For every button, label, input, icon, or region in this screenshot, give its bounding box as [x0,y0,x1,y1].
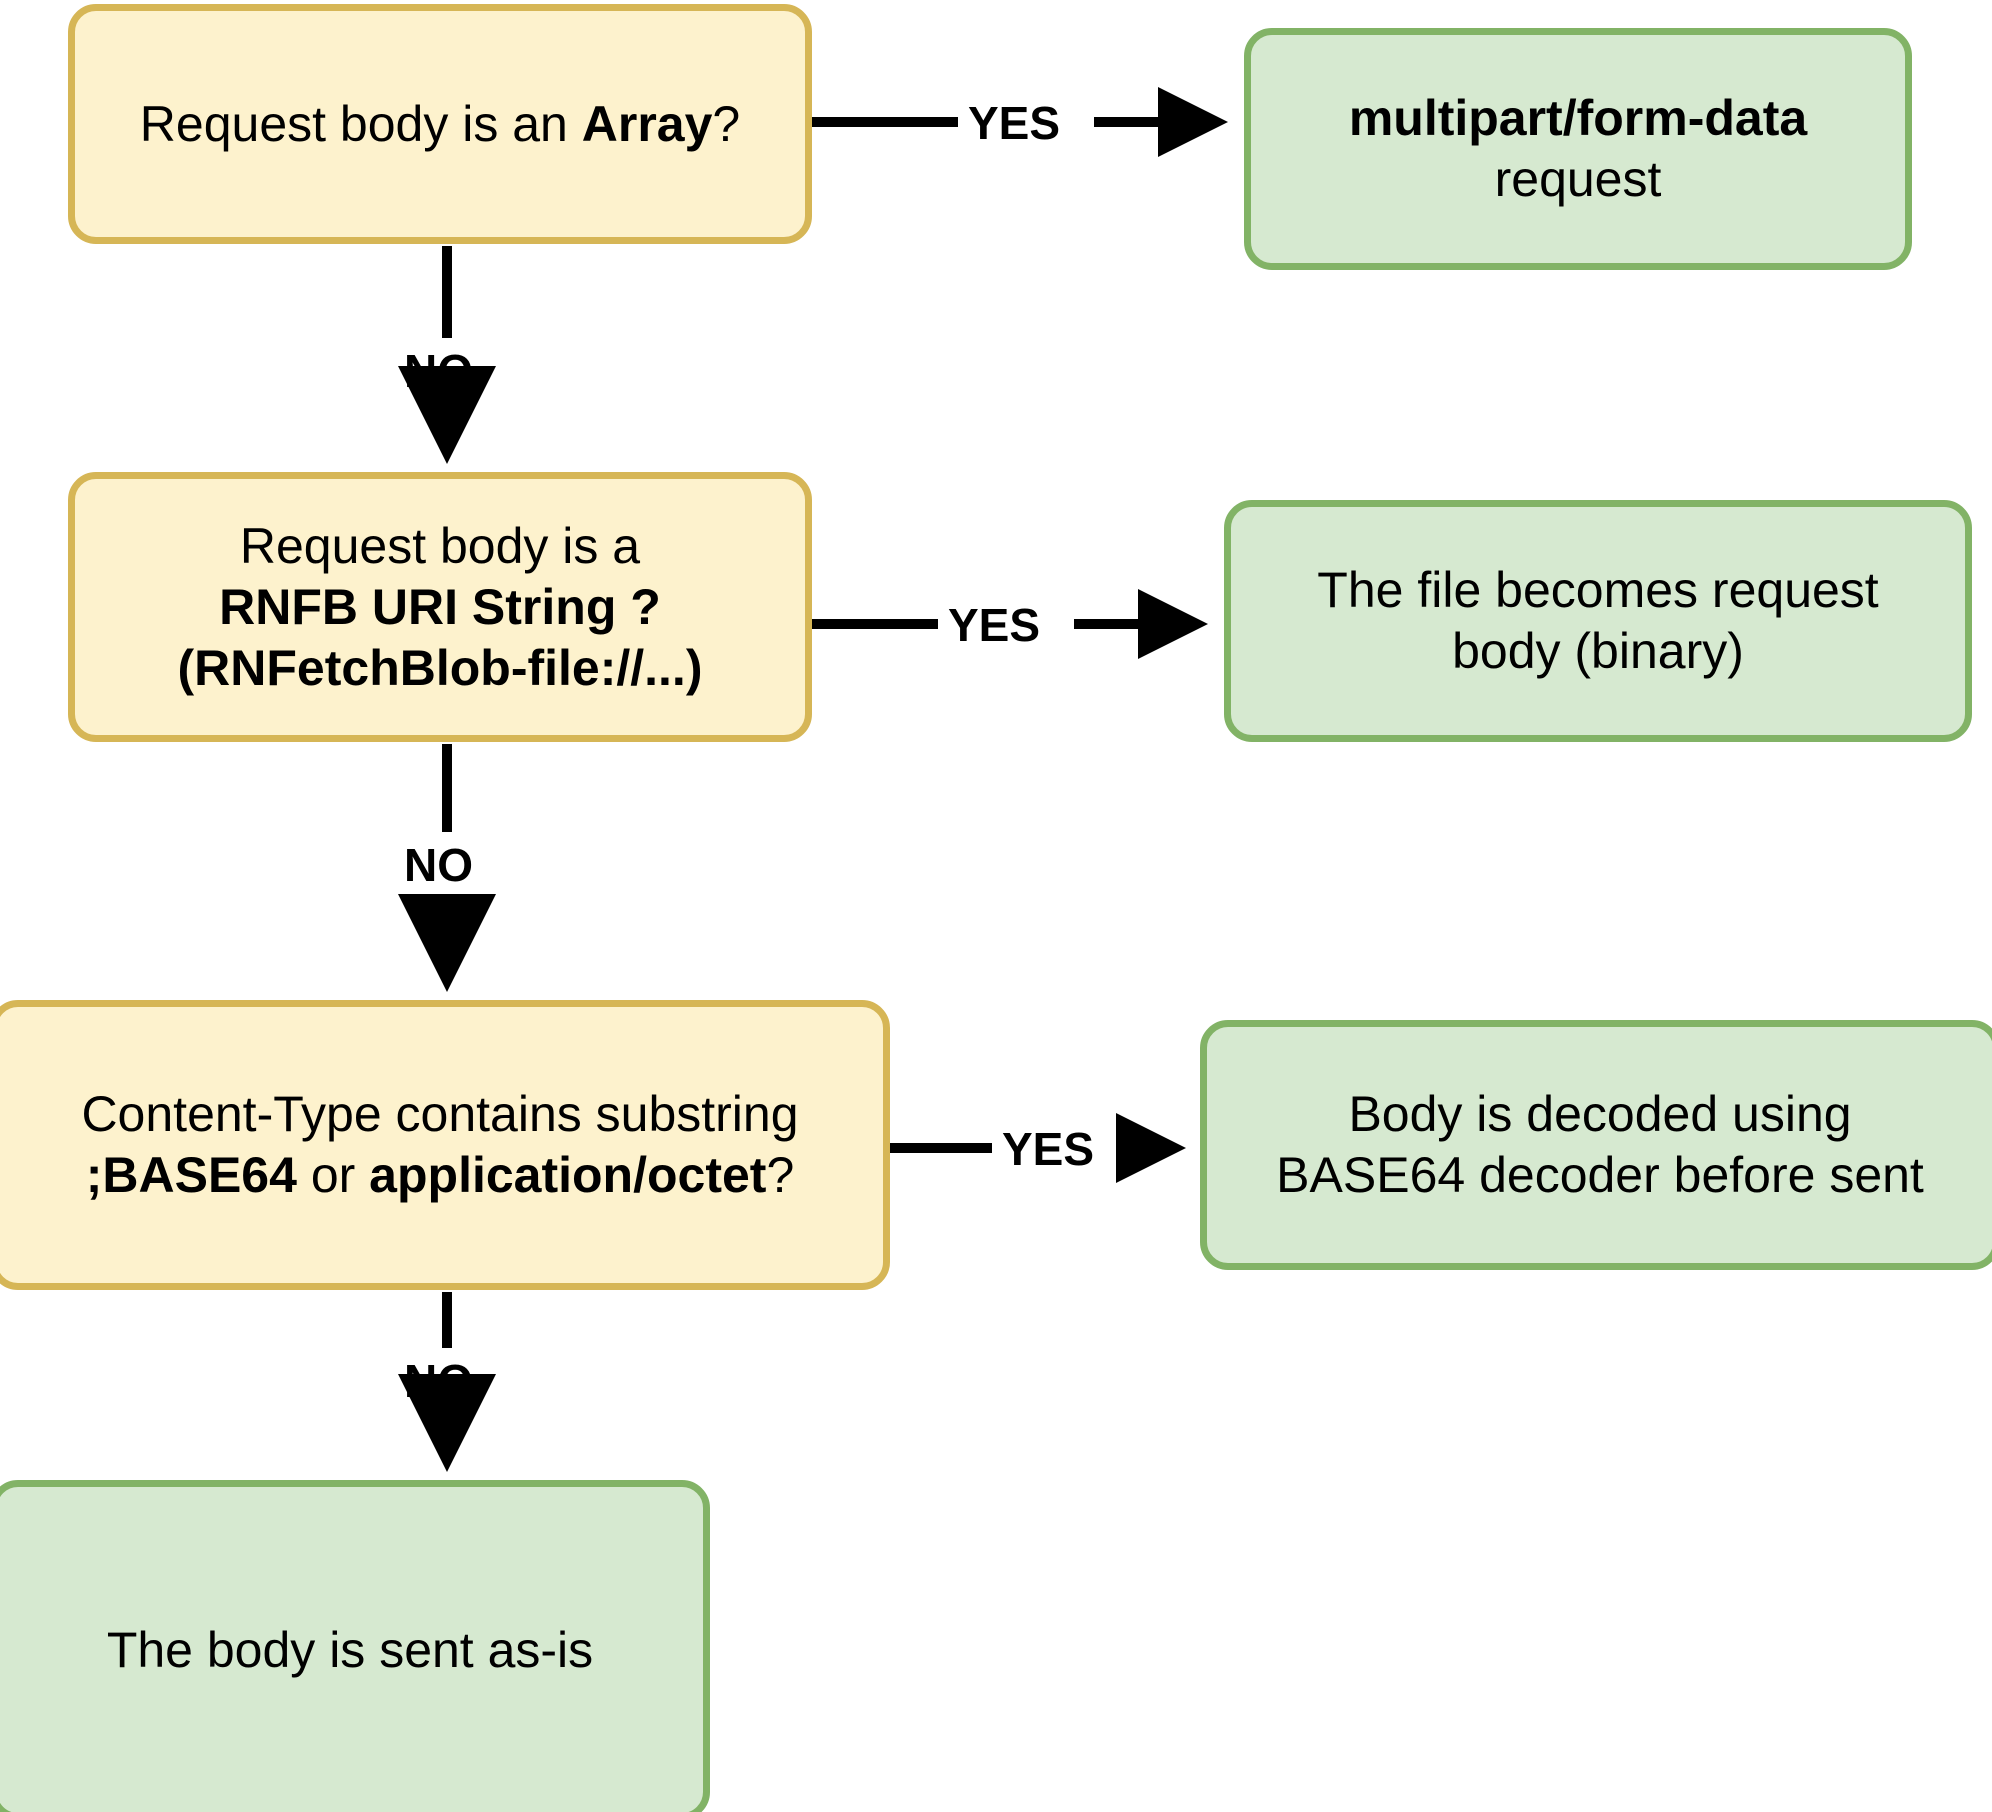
decision-content-type-contains-substring[interactable]: Content-Type contains substring;BASE64 o… [0,1000,890,1290]
edge-label-yes-2: YES [948,599,1041,651]
edge-label-no-1: NO [404,345,473,397]
terminal-base64-line2: BASE64 decoder before sent [1276,1147,1924,1203]
decision-contenttype-line1: Content-Type contains substring [81,1086,799,1142]
decision-array-text: Request body is an Array? [75,94,805,155]
terminal-body-sent-as-is[interactable]: The body is sent as-is [0,1480,710,1812]
decision-rnfb-text: Request body is a RNFB URI String ? (RNF… [75,516,805,699]
terminal-multipart-line2: request [1494,151,1662,207]
decision-array-text-post: ? [712,95,741,152]
decision-contenttype-qmark: ? [766,1147,795,1203]
decision-rnfb-line1: Request body is a [239,517,641,574]
terminal-file-binary-text: The file becomes request body (binary) [1231,560,1965,682]
terminal-as-is-text: The body is sent as-is [106,1621,594,1678]
edge-label-no-2: NO [404,839,473,891]
edge-label-yes-3: YES [1002,1123,1095,1175]
decision-rnfb-line3: (RNFetchBlob-file://...) [177,639,703,696]
terminal-file-becomes-request-body[interactable]: The file becomes request body (binary) [1224,500,1972,742]
decision-array-text-bold: Array [581,95,713,152]
terminal-file-binary-line2: body (binary) [1452,623,1744,679]
decision-request-body-is-rnfb-uri[interactable]: Request body is a RNFB URI String ? (RNF… [68,472,812,742]
edge-label-yes-1: YES [968,97,1061,149]
decision-contenttype-octet: application/octet [369,1147,767,1203]
decision-request-body-is-array[interactable]: Request body is an Array? [68,4,812,244]
terminal-base64-line1: Body is decoded using [1348,1086,1852,1142]
decision-contenttype-base64: ;BASE64 [85,1147,297,1203]
terminal-body-decoded-base64[interactable]: Body is decoded using BASE64 decoder bef… [1200,1020,1992,1270]
terminal-base64-text: Body is decoded using BASE64 decoder bef… [1207,1084,1992,1206]
terminal-multipart-text: multipart/form-data request [1251,88,1905,210]
edge-label-no-3: NO [404,1355,473,1407]
decision-contenttype-text: Content-Type contains substring;BASE64 o… [0,1084,883,1206]
terminal-multipart-line1: multipart/form-data [1348,90,1808,146]
terminal-file-binary-line1: The file becomes request [1317,562,1879,618]
decision-array-text-pre: Request body is an [139,95,582,152]
decision-rnfb-line2: RNFB URI String ? [219,578,661,635]
decision-contenttype-or: or [296,1147,370,1203]
terminal-multipart-form-data[interactable]: multipart/form-data request [1244,28,1912,270]
